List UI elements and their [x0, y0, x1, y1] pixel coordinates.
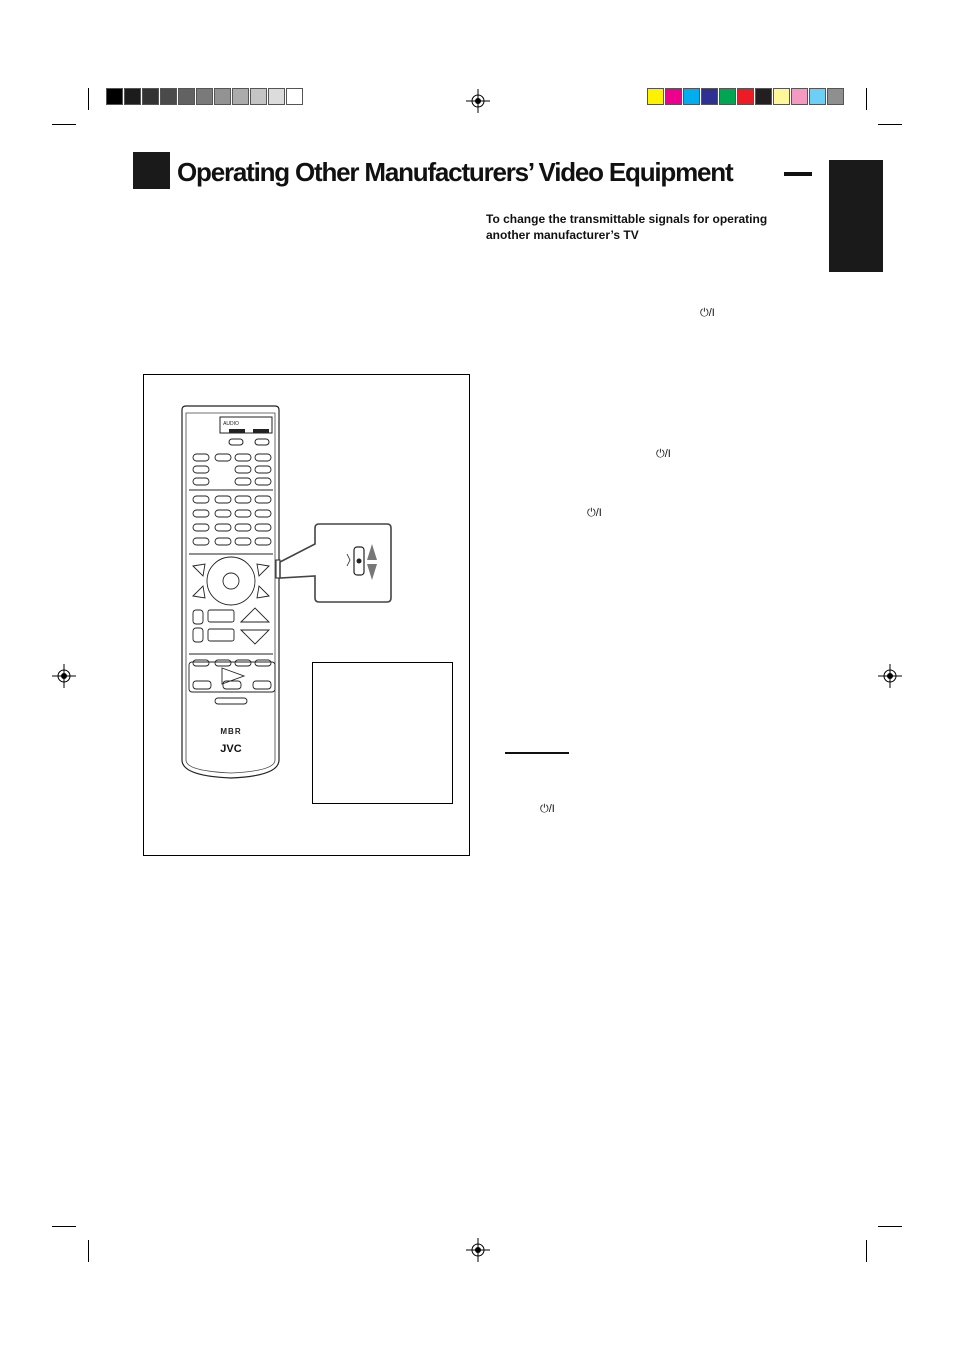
title-rule: [784, 172, 812, 176]
gray-swatch: [196, 88, 213, 105]
gray-swatch: [160, 88, 177, 105]
color-swatch: [719, 88, 736, 105]
note-rule: [505, 752, 569, 754]
color-swatch: [755, 88, 772, 105]
color-swatch: [701, 88, 718, 105]
callout-box: [312, 662, 453, 804]
color-scale-bar: [647, 88, 845, 105]
audio-label: AUDIO: [223, 421, 239, 427]
color-swatch: [665, 88, 682, 105]
gray-swatch: [232, 88, 249, 105]
registration-mark-icon: [466, 89, 490, 113]
page-title: Operating Other Manufacturers’ Video Equ…: [177, 157, 734, 187]
gray-swatch: [268, 88, 285, 105]
figure-frame: [143, 374, 470, 856]
crop-mark: [52, 124, 76, 125]
title-block: [133, 152, 170, 189]
crop-mark: [866, 88, 867, 110]
gray-swatch: [286, 88, 303, 105]
gray-swatch: [106, 88, 123, 105]
power-symbol: ⏻/I: [540, 803, 555, 815]
remote-control-illustration: AUDIO MBR JVC: [181, 405, 392, 779]
registration-mark-icon: [878, 664, 902, 688]
color-swatch: [809, 88, 826, 105]
gray-swatch: [178, 88, 195, 105]
gray-swatch: [142, 88, 159, 105]
color-swatch: [773, 88, 790, 105]
color-swatch: [791, 88, 808, 105]
color-swatch: [683, 88, 700, 105]
color-swatch: [827, 88, 844, 105]
crop-mark: [866, 1240, 867, 1262]
crop-mark: [88, 1240, 89, 1262]
power-symbol: ⏻/I: [656, 448, 671, 460]
gray-swatch: [124, 88, 141, 105]
section-subheading: To change the transmittable signals for …: [486, 212, 768, 242]
gray-swatch: [214, 88, 231, 105]
crop-mark: [878, 124, 902, 125]
power-symbol: ⏻/I: [700, 307, 715, 319]
remote-logo: MBR: [220, 727, 241, 736]
crop-mark: [878, 1226, 902, 1227]
remote-brand: JVC: [220, 743, 241, 755]
power-symbol: ⏻/I: [587, 507, 602, 519]
registration-mark-icon: [466, 1238, 490, 1262]
crop-mark: [88, 88, 89, 110]
crop-mark: [52, 1226, 76, 1227]
gray-swatch: [250, 88, 267, 105]
color-swatch: [647, 88, 664, 105]
language-tab: [829, 160, 883, 272]
gray-scale-bar: [106, 88, 304, 105]
color-swatch: [737, 88, 754, 105]
registration-mark-icon: [52, 664, 76, 688]
